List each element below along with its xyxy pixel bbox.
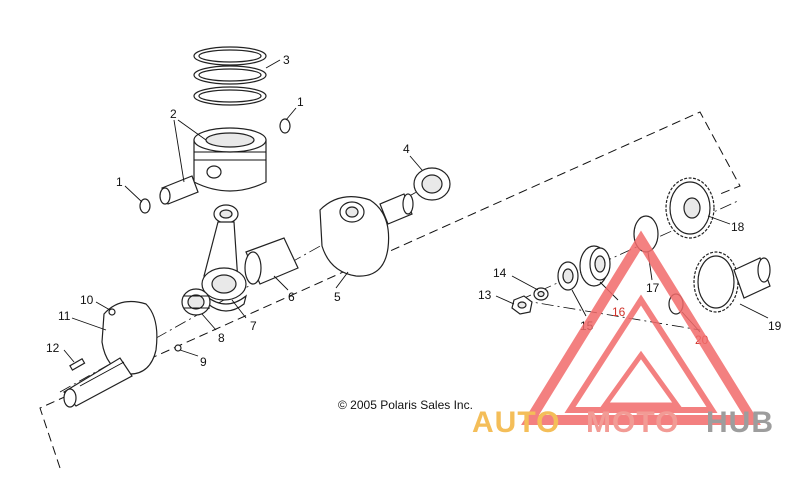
wrist-pin (159, 175, 199, 205)
balance-gear (665, 177, 715, 239)
callout-19: 19 (768, 319, 782, 333)
callout-14: 14 (493, 266, 507, 280)
callout-4: 4 (403, 142, 410, 156)
circlip-right (279, 118, 291, 134)
watermark-text-auto: AUTO (472, 406, 560, 439)
woodruff-key (69, 357, 86, 371)
assembly-boundary (39, 111, 741, 469)
callout-18: 18 (731, 220, 745, 234)
callout-7: 7 (250, 319, 257, 333)
nut (511, 295, 533, 315)
dowel-pin-9 (174, 344, 182, 352)
needle-bearing (181, 288, 211, 316)
callout-3: 3 (283, 53, 290, 67)
callout-2: 2 (170, 107, 177, 121)
watermark-text-hub: HUB (706, 406, 774, 439)
callout-11: 11 (58, 309, 71, 323)
main-bearing (413, 167, 451, 201)
leader-lines (63, 59, 769, 363)
watermark-text-moto: MOTO (586, 406, 679, 439)
crankshaft-right-half (319, 193, 414, 277)
watermark-triangle-icon (521, 230, 761, 425)
callout-9: 9 (200, 355, 207, 369)
drive-gear (579, 245, 611, 287)
circlip-left (139, 198, 151, 214)
balance-axis-line-2 (519, 299, 701, 331)
crankshaft-left-half (63, 301, 158, 408)
callout-16: 16 (612, 305, 626, 319)
connecting-rod (201, 204, 248, 312)
balance-shaft (693, 251, 771, 313)
copyright-text: © 2005 Polaris Sales Inc. (338, 398, 473, 412)
callout-8: 8 (218, 331, 225, 345)
drive-gear-small (557, 261, 579, 291)
watermark-logo: AUTO MOTO HUB (472, 230, 774, 439)
callout-12: 12 (46, 341, 60, 355)
callout-13: 13 (478, 288, 492, 302)
callout-6: 6 (288, 290, 295, 304)
piston (193, 127, 267, 192)
dowel-pin-10 (108, 308, 116, 316)
piston-rings (193, 46, 267, 106)
crank-pin (244, 237, 299, 285)
callout-17: 17 (646, 281, 660, 295)
callout-1-top: 1 (297, 95, 304, 109)
callout-10: 10 (80, 293, 94, 307)
callout-5: 5 (334, 290, 341, 304)
callout-1-left: 1 (116, 175, 123, 189)
washer (533, 287, 549, 301)
